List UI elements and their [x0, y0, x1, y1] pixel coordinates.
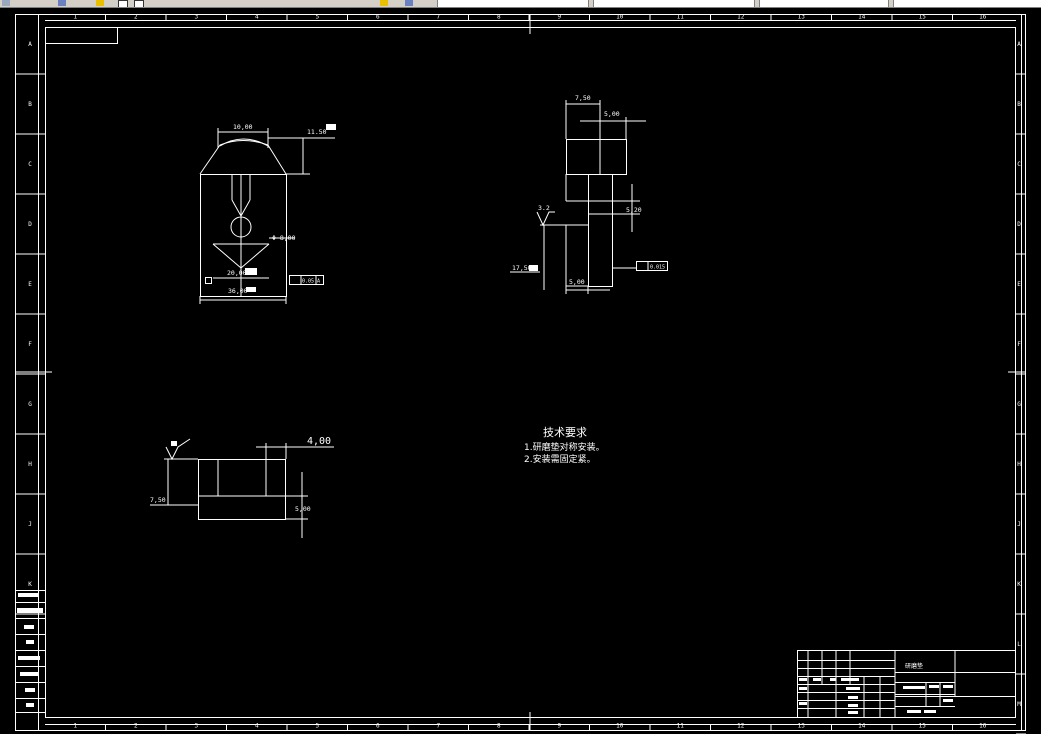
- color-icon[interactable]: [134, 0, 144, 7]
- column-label: 10: [616, 723, 624, 730]
- title-block-part-name: 研磨垫: [905, 662, 923, 670]
- row-label: K: [1017, 581, 1021, 588]
- view2-dim-bottom: 5,00: [569, 278, 585, 286]
- bulb-icon[interactable]: [96, 0, 104, 6]
- view2-flatness: 0.015: [650, 265, 665, 271]
- tech-line-1: 1.研磨垫对称安装。: [524, 441, 605, 453]
- row-label: G: [1017, 401, 1021, 408]
- layer-dropdown[interactable]: [437, 0, 589, 7]
- row-label: G: [28, 401, 32, 408]
- row-label: F: [1017, 341, 1021, 348]
- column-label: 2: [134, 723, 138, 730]
- column-label: 14: [858, 14, 866, 21]
- column-label: 15: [919, 14, 927, 21]
- row-label: A: [28, 41, 32, 48]
- view2-roughness: 3.2: [538, 204, 550, 212]
- corner-box: [45, 27, 118, 44]
- column-label: 6: [376, 723, 380, 730]
- row-label: K: [28, 581, 32, 588]
- column-label: 12: [737, 14, 745, 21]
- column-label: 11: [677, 723, 685, 730]
- view2-dim-right: 5,20: [626, 206, 642, 214]
- title-block: [797, 650, 1016, 718]
- column-label: 10: [616, 14, 624, 21]
- column-label: 8: [497, 723, 501, 730]
- view1-dim-overall: 36,00: [228, 287, 248, 295]
- view1-dim-inner: 20,00: [227, 269, 247, 277]
- row-label: B: [1017, 101, 1021, 108]
- layer-prev-icon[interactable]: [380, 0, 388, 6]
- column-label: 12: [737, 723, 745, 730]
- row-label: L: [1017, 641, 1021, 648]
- view1-dim-diameter: Φ 8,00: [272, 234, 296, 242]
- column-label: 4: [255, 14, 259, 21]
- column-label: 16: [979, 723, 987, 730]
- row-label: J: [28, 521, 32, 528]
- column-label: 16: [979, 14, 987, 21]
- view1-dim-height: 11.50: [307, 128, 327, 136]
- row-label: E: [1017, 281, 1021, 288]
- row-ticks: A B C D E F G H J K A B C D E F G H J K L M: [15, 41, 1026, 734]
- row-label: F: [28, 341, 32, 348]
- linetype-dropdown[interactable]: [759, 0, 889, 7]
- column-label: 6: [376, 14, 380, 21]
- window-icon[interactable]: [2, 0, 10, 6]
- view1-tolerance: 0.05 A: [302, 279, 320, 285]
- view1-dim-top: 10,00: [233, 123, 253, 131]
- view2-part[interactable]: [510, 100, 668, 294]
- view3-dim-right: 5,00: [295, 505, 311, 513]
- column-label: 15: [919, 723, 927, 730]
- toolbar-strip: [0, 0, 1041, 8]
- column-label: 2: [134, 14, 138, 21]
- column-label: 5: [315, 723, 319, 730]
- column-ticks: 1122334455667788991010111112121313141415…: [73, 14, 987, 730]
- row-label: J: [1017, 521, 1021, 528]
- row-label: D: [28, 221, 32, 228]
- view2-dim-top2: 5,00: [604, 110, 620, 118]
- row-label: H: [28, 461, 32, 468]
- lock-icon[interactable]: [118, 0, 128, 7]
- column-label: 13: [798, 723, 806, 730]
- column-label: 9: [557, 723, 561, 730]
- tech-title: 技术要求: [543, 426, 587, 439]
- plotstyle-dropdown[interactable]: [893, 0, 1041, 7]
- tech-line-2: 2.安装需固定紧。: [524, 453, 596, 465]
- column-label: 11: [677, 14, 685, 21]
- view3-dim-top: 4,00: [307, 436, 331, 447]
- row-label: H: [1017, 461, 1021, 468]
- row-label: E: [28, 281, 32, 288]
- row-label: C: [1017, 161, 1021, 168]
- row-label: M: [1017, 701, 1021, 708]
- drawing-canvas[interactable]: 1122334455667788991010111112121313141415…: [0, 7, 1041, 734]
- row-label: A: [1017, 41, 1021, 48]
- column-label: 3: [194, 723, 198, 730]
- inner-frame: [45, 27, 1016, 718]
- column-label: 13: [798, 14, 806, 21]
- view2-dim-top: 7,50: [575, 94, 591, 102]
- view3-part[interactable]: [150, 438, 334, 538]
- outer-frame: [15, 14, 1026, 731]
- row-label: D: [1017, 221, 1021, 228]
- left-side-table: [15, 590, 46, 713]
- view2-dim-left: 17,50: [512, 264, 532, 272]
- column-label: 4: [255, 723, 259, 730]
- column-label: 5: [315, 14, 319, 21]
- column-label: 7: [436, 14, 440, 21]
- column-label: 7: [436, 723, 440, 730]
- column-label: 9: [557, 14, 561, 21]
- row-label: C: [28, 161, 32, 168]
- row-label: B: [28, 101, 32, 108]
- column-label: 1: [73, 14, 77, 21]
- view1-part[interactable]: [199, 124, 336, 304]
- color-dropdown[interactable]: [593, 0, 755, 7]
- column-label: 14: [858, 723, 866, 730]
- column-label: 8: [497, 14, 501, 21]
- view3-dim-left: 7,50: [150, 496, 166, 504]
- layer-states-icon[interactable]: [405, 0, 413, 6]
- column-label: 1: [73, 723, 77, 730]
- column-label: 3: [194, 14, 198, 21]
- layer-icon[interactable]: [58, 0, 66, 6]
